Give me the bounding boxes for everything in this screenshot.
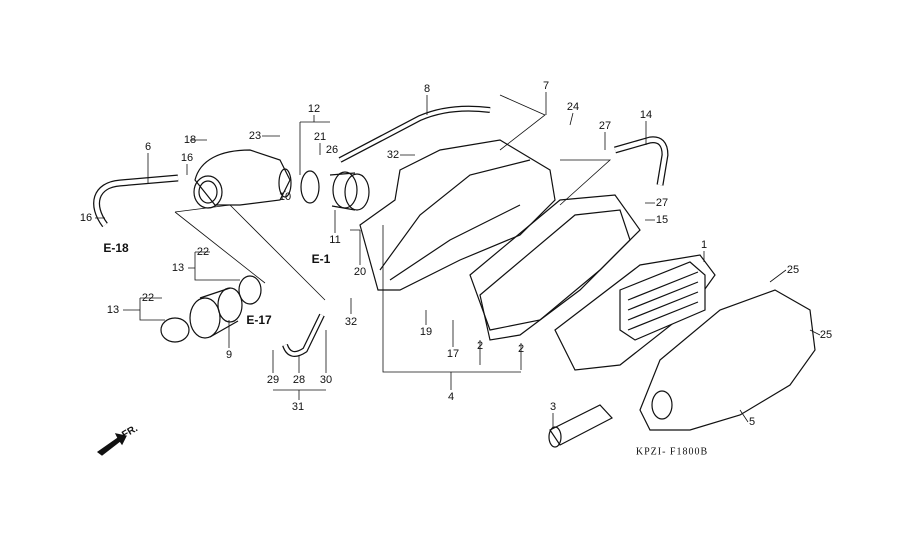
callout-8: 8 xyxy=(423,83,431,95)
air-cleaner-case xyxy=(359,139,556,291)
clamp-13 xyxy=(238,275,262,305)
callout-15: 15 xyxy=(655,214,669,226)
cover-5 xyxy=(639,289,816,431)
callout-1: 1 xyxy=(700,239,708,251)
callout-3: 3 xyxy=(549,401,557,413)
callout-9: 9 xyxy=(225,349,233,361)
callout-24: 24 xyxy=(566,101,580,113)
callout-17: 17 xyxy=(446,348,460,360)
callout-23: 23 xyxy=(248,130,262,142)
callout-2: 2 xyxy=(476,340,484,352)
callout-32: 32 xyxy=(386,149,400,161)
callout-5: 5 xyxy=(748,416,756,428)
callout-2: 2 xyxy=(517,343,525,355)
callout-30: 30 xyxy=(319,374,333,386)
connecting-tube-10 xyxy=(193,149,292,209)
callout-32: 32 xyxy=(344,316,358,328)
callout-13: 13 xyxy=(171,262,185,274)
callout-18: 18 xyxy=(183,134,197,146)
callout-20: 20 xyxy=(353,266,367,278)
callout-6: 6 xyxy=(144,141,152,153)
tube-9 xyxy=(189,287,243,339)
callout-4: 4 xyxy=(447,391,455,403)
callout-16: 16 xyxy=(79,212,93,224)
callout-25: 25 xyxy=(786,264,800,276)
callout-27: 27 xyxy=(655,197,669,209)
callout-12: 12 xyxy=(307,103,321,115)
callout-21: 21 xyxy=(313,131,327,143)
callout-25: 25 xyxy=(819,329,833,341)
diagram-code: KPZI- F1800B xyxy=(635,446,709,458)
front-arrow-icon xyxy=(96,433,127,456)
filter-element-1 xyxy=(619,261,706,341)
drain-hose-28 xyxy=(282,313,325,357)
callout-22: 22 xyxy=(141,292,155,304)
callout-22: 22 xyxy=(196,246,210,258)
callout-7: 7 xyxy=(542,80,550,92)
callout-19: 19 xyxy=(419,326,433,338)
tube-11 xyxy=(329,171,370,211)
callout-13: 13 xyxy=(106,304,120,316)
callout-14: 14 xyxy=(639,109,653,121)
clamp-12 xyxy=(300,170,320,204)
reference-e1: E-1 xyxy=(311,252,331,266)
callout-29: 29 xyxy=(266,374,280,386)
reference-e17: E-17 xyxy=(246,313,272,327)
callout-11: 11 xyxy=(329,234,341,246)
reference-e18: E-18 xyxy=(103,241,129,255)
clamp-13b xyxy=(160,317,190,343)
callout-31: 31 xyxy=(291,401,305,413)
callout-27: 27 xyxy=(598,120,612,132)
callout-10: 10 xyxy=(278,191,292,203)
callout-16: 16 xyxy=(180,152,194,164)
duct-3 xyxy=(548,404,613,448)
callout-26: 26 xyxy=(325,144,339,156)
callout-28: 28 xyxy=(292,374,306,386)
